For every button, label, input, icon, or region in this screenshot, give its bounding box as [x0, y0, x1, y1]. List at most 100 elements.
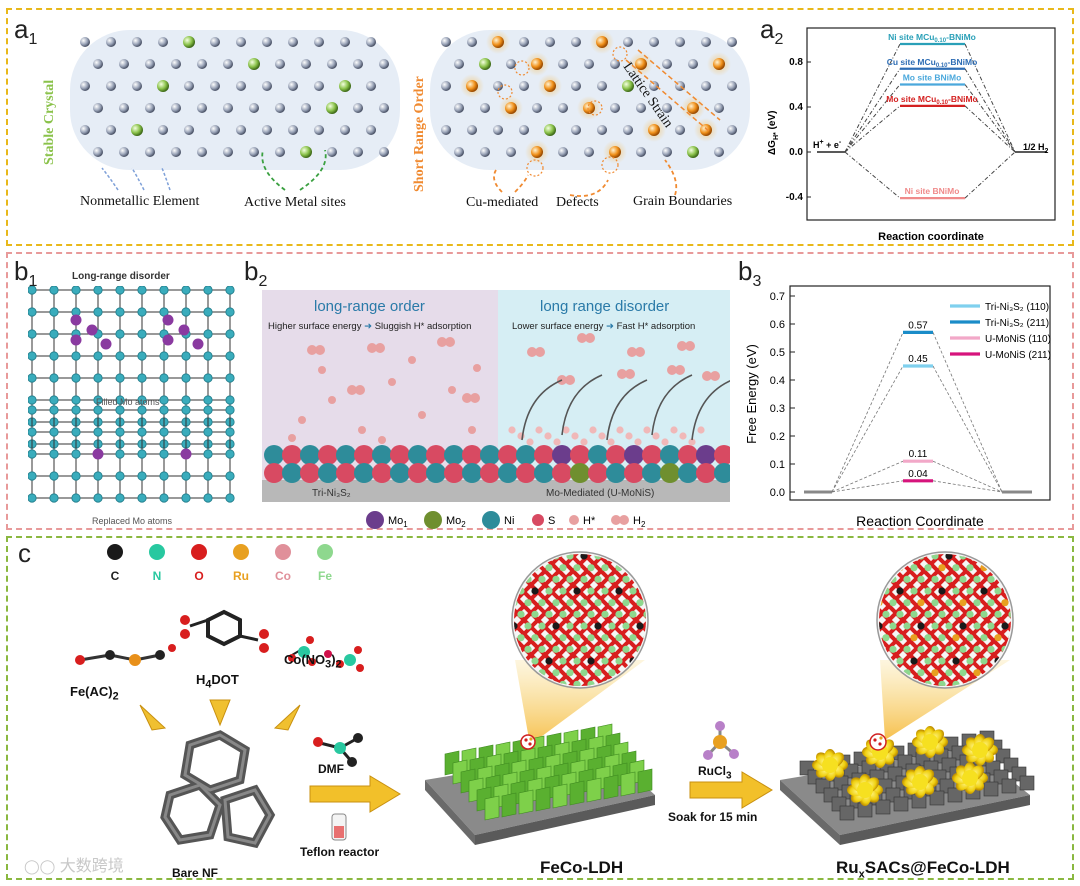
b3-legend-label: U-MoNiS (110)	[985, 334, 1051, 345]
b2-legend-label: Mo2	[446, 515, 466, 529]
b1-lattice-illustration	[28, 286, 235, 503]
element-label: O	[194, 569, 203, 583]
a2-series-label: Ni site BNiMo	[905, 186, 960, 196]
active-metal-sites-label: Active Metal sites	[244, 195, 346, 210]
b3-legend-label: Tri-Ni₃S₂ (211)	[985, 318, 1049, 329]
b2-legend-label: S	[548, 515, 555, 527]
filled-mo-caption: Filled Mo atoms	[96, 397, 160, 407]
replaced-mo-atom	[92, 448, 104, 460]
soak-label: Soak for 15 min	[668, 810, 758, 824]
filled-mo-atom	[100, 338, 112, 350]
b3-y-tick-label: 0.5	[770, 347, 785, 359]
feco-ldh-label: FeCo-LDH	[540, 858, 624, 877]
element-swatch	[191, 544, 207, 560]
ru-sacs-label: RuxSACs@FeCo-LDH	[836, 858, 1010, 881]
b2-legend-label: Mo1	[388, 515, 408, 529]
b3-value-label: 0.04	[908, 469, 928, 480]
arrow-co-no3	[273, 704, 301, 731]
lrd-description: Lower surface energy ➜ Fast H* adsorptio…	[512, 321, 696, 332]
b2-legend-swatch	[611, 515, 621, 525]
panel-label-b3: b3	[738, 256, 762, 291]
fe-ac2-label: Fe(AC)2	[70, 684, 119, 703]
replaced-mo-atom	[180, 448, 192, 460]
synthesis-arrow-1	[309, 775, 401, 813]
element-label: Ru	[233, 569, 249, 583]
b2-legend-swatch	[424, 511, 442, 529]
a2-series-label: Mo site BNiMo	[903, 73, 962, 83]
b2-legend-label: Ni	[504, 515, 514, 527]
a2-y-axis-label: ΔGH* (eV)	[767, 111, 780, 155]
element-label: N	[153, 569, 162, 583]
feco-ldh-illustration	[425, 551, 655, 845]
b3-y-tick-label: 0.2	[770, 431, 785, 443]
cu-mediated-label: Cu-mediated	[466, 195, 539, 210]
filled-mo-atom	[162, 314, 174, 326]
a2-chart: 0.80.40.0-0.4 ΔGH* (eV) Reaction coordin…	[767, 27, 1056, 243]
b2-legend-swatch	[532, 514, 544, 526]
b3-y-tick-label: 0.0	[770, 487, 785, 499]
b3-y-tick-label: 0.3	[770, 403, 785, 415]
a2-y-tick-label: 0.0	[789, 147, 803, 158]
filled-mo-atom	[178, 324, 190, 336]
h4dot-molecule	[180, 609, 269, 653]
b2-legend-swatch	[569, 515, 579, 525]
element-label: Co	[275, 569, 291, 583]
a2-y-tick-label: 0.4	[789, 102, 803, 113]
a2-start-label: H+ + e-	[813, 139, 842, 150]
rucl3-label: RuCl3	[698, 764, 732, 782]
long-range-disorder-caption: Long-range disorder	[72, 271, 170, 282]
element-swatch	[107, 544, 123, 560]
a2-plot-frame	[806, 27, 1056, 221]
filled-mo-atom	[70, 334, 82, 346]
a2-series-label: Ni site MCu0.10-BNiMo	[888, 32, 976, 44]
panel-label-c: c	[18, 538, 31, 568]
stable-crystal-label: Stable Crystal	[42, 79, 57, 165]
filled-mo-atom	[192, 338, 204, 350]
panel-a	[6, 8, 1074, 246]
b2-legend-swatch	[366, 511, 384, 529]
b3-y-tick-label: 0.7	[770, 291, 785, 303]
mo-mediated-label: Mo-Mediated (U-MoNiS)	[546, 488, 655, 499]
lrd-title: long range disorder	[540, 298, 670, 315]
bare-nf-foam	[160, 730, 276, 849]
a1-left-arrows	[101, 150, 327, 191]
panel-b	[6, 252, 1074, 530]
tri-ni3s2-label: Tri-Ni₃S₂	[312, 488, 351, 499]
b3-value-label: 0.11	[909, 449, 928, 460]
b2-legend-label: H*	[583, 515, 596, 527]
co-no3-label: Co(NO3)2	[284, 652, 342, 671]
a2-series-label: Cu site MCu0.10-BNiMo	[887, 57, 978, 69]
lro-title: long-range order	[314, 298, 425, 315]
element-swatch	[149, 544, 165, 560]
arrow-h4dot	[209, 699, 231, 727]
b3-plot-frame	[789, 285, 1051, 501]
a2-y-tick-label: -0.4	[786, 192, 804, 203]
ru-sacs-illustration	[780, 551, 1035, 845]
element-swatch	[275, 544, 291, 560]
defects-label: Defects	[556, 195, 599, 210]
filled-mo-atom	[86, 324, 98, 336]
panel-label-b2: b2	[244, 256, 268, 291]
b3-value-label: 0.45	[908, 354, 928, 365]
teflon-reactor	[331, 813, 347, 841]
b2-legend: Mo1 Mo2 Ni S H* H2	[366, 511, 646, 529]
co-no3-molecule	[288, 636, 364, 672]
a2-x-axis-label: Reaction coordinate	[878, 231, 984, 243]
dmf-label: DMF	[318, 762, 344, 776]
b3-y-tick-label: 0.6	[770, 319, 785, 331]
filled-mo-atom	[70, 314, 82, 326]
b2-legend-label: H2	[633, 515, 646, 529]
teflon-label: Teflon reactor	[300, 845, 380, 859]
panel-label-a1: a1	[14, 14, 38, 49]
a2-end-label: 1/2 H2	[1023, 142, 1049, 155]
watermark: ◯◯ 大数跨境	[24, 858, 124, 875]
substrate	[262, 480, 730, 502]
filled-mo-atom	[162, 334, 174, 346]
dmf-and-reactor	[309, 733, 401, 841]
short-range-order-illustration	[430, 30, 750, 197]
element-label: C	[111, 569, 120, 583]
b3-chart: 0.00.10.20.30.40.50.60.7 Free Energy (eV…	[744, 285, 1051, 529]
nonmetallic-element-label: Nonmetallic Element	[80, 194, 200, 209]
dmf-molecule	[313, 733, 363, 767]
precursor-molecules	[75, 609, 364, 731]
